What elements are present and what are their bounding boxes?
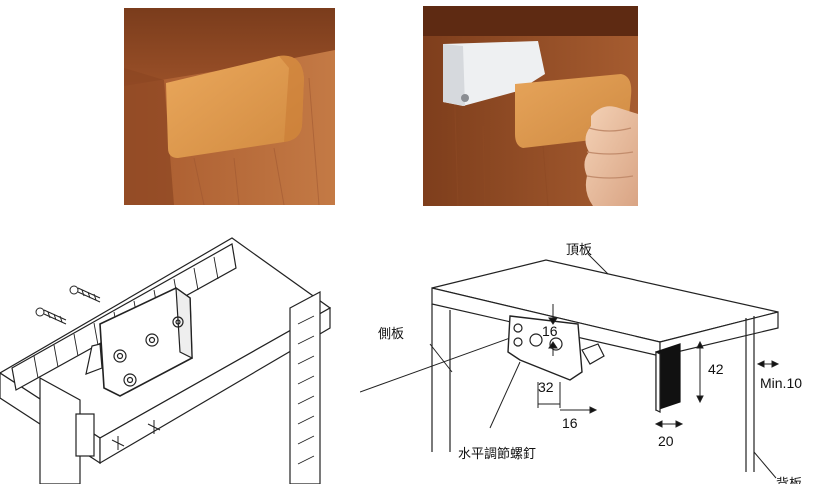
dim-16-bottom: 16 <box>562 415 578 431</box>
dim-20: 20 <box>658 433 674 449</box>
dim-16-top: 16 <box>542 323 558 339</box>
dim-min10: Min.10 <box>760 375 802 391</box>
photo-hand-attaching-cover <box>423 6 638 206</box>
photo-installed-cover <box>124 8 335 205</box>
technical-dimension-drawing: 頂板 側板 水平調節螺釘 背板 16 32 16 42 20 Min.10 <box>359 232 820 489</box>
label-level-screw: 水平調節螺釘 <box>458 446 536 462</box>
dim-32: 32 <box>538 379 554 395</box>
label-side-panel: 側板 <box>378 327 404 342</box>
isometric-cabinet-drawing <box>0 228 340 485</box>
label-back-panel: 背板 <box>776 477 802 484</box>
label-top-panel: 頂板 <box>566 243 592 258</box>
dim-42: 42 <box>708 361 724 377</box>
